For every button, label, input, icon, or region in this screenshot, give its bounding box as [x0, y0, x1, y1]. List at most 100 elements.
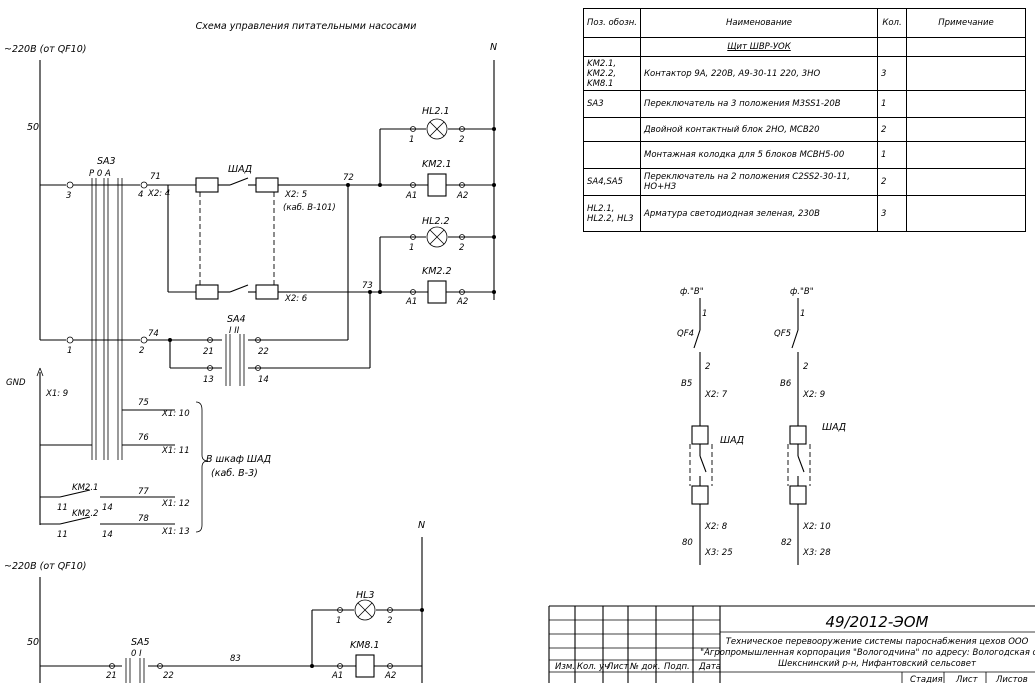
- diagram-title: Схема управления питательными насосами: [196, 21, 417, 32]
- terminal-x1-9: X1: 9: [45, 389, 68, 399]
- terminal-2: 2: [139, 346, 144, 356]
- wire-74: 74: [148, 329, 159, 339]
- project-description-2: "Агропромышленная корпорация "Вологодчин…: [700, 648, 1035, 658]
- table-row: SA4,SA5 Переключатель на 2 положения C2S…: [583, 168, 1026, 196]
- table-row: Двойной контактный блок 2НО, MCB20 2: [583, 117, 1026, 142]
- row-qty: 3: [877, 195, 907, 232]
- sa5-positions: 0 I: [131, 649, 142, 659]
- wire-71: 71: [150, 172, 161, 182]
- sa4-positions: I II: [229, 326, 240, 336]
- km81-a1: A1: [331, 671, 343, 681]
- circuit-row-1: 3 4 71 X2: 4: [40, 172, 196, 201]
- sa4-terminal-14: 14: [258, 375, 269, 385]
- hl22-label: HL2.2: [422, 216, 450, 227]
- sa5-terminal-21: 21: [106, 671, 117, 681]
- terminal-x2-5: X2: 5: [284, 190, 307, 200]
- km81-label: KM8.1: [350, 640, 380, 651]
- gnd-outputs: GND X1: 9 75 X1: 10 76 X1: 11 В шкаф ШАД…: [6, 367, 271, 533]
- terminal-x2-4: X2: 4: [147, 189, 170, 199]
- sheet-label: Лист: [955, 675, 979, 683]
- qf5-branch: ф."В" 1 QF5 2 В6 X2: 9 ШАД X2: 10 82 X3:…: [774, 287, 846, 565]
- row-note: [906, 141, 1026, 169]
- row-pos: SA4,SA5: [583, 168, 641, 196]
- hl3-pin-1: 1: [336, 616, 341, 626]
- shad-label: ШАД: [228, 164, 252, 175]
- km21-branch: 72 HL2.1 1 2 KM2.1 A1 A2: [290, 106, 496, 201]
- row-note: [906, 195, 1026, 232]
- phase-v-2: ф."В": [790, 287, 814, 297]
- row-name: Контактор 9А, 220В, А9-30-11 220, 3НО: [640, 56, 878, 91]
- header-note: Примечание: [906, 8, 1026, 38]
- hl21-label: HL2.1: [422, 106, 450, 117]
- row-qty: 1: [877, 90, 907, 118]
- hl3-label: HL3: [356, 590, 374, 601]
- sa4-terminal-13: 13: [203, 375, 214, 385]
- qf5-label: QF5: [774, 329, 791, 339]
- hl21-pin-2: 2: [459, 135, 464, 145]
- sa4-row: 1 2 74 21 13 SA4 I II 22 14: [40, 185, 371, 386]
- wire-78: 78: [138, 514, 149, 524]
- col-podp: Подп.: [664, 662, 690, 672]
- wire-50: 50: [27, 122, 39, 133]
- terminal-x2-10: X2: 10: [802, 522, 831, 532]
- row-qty: 3: [877, 56, 907, 91]
- shad-label-3: ШАД: [822, 422, 846, 433]
- km81-a2: A2: [384, 671, 396, 681]
- terminal-x2-6: X2: 6: [284, 294, 308, 304]
- wire-72: 72: [343, 173, 354, 183]
- neutral-label-top: N: [490, 42, 497, 53]
- row-note: [906, 168, 1026, 196]
- qf4-branch: ф."В" 1 QF4 2 В5 X2: 7 ШАД X2: 8 80 X3: …: [677, 287, 744, 565]
- gnd-label: GND: [6, 378, 26, 388]
- km22-a1: A1: [405, 297, 417, 307]
- row-name: Арматура светодиодная зеленая, 230В: [640, 195, 878, 232]
- wire-50-bottom: 50: [27, 637, 39, 648]
- title-block: Изм. Кол. уч Лист № док. Подп. Дата 49/2…: [548, 605, 1035, 683]
- row-note: [906, 56, 1026, 91]
- supply-label-top: ~220В (от QF10): [4, 44, 86, 55]
- stage-label: Стадия: [910, 675, 943, 683]
- col-list: Лист: [606, 662, 630, 672]
- spec-group-row: Щит ШВР-УОК: [583, 37, 1026, 57]
- qf4-pin-2: 2: [705, 362, 710, 372]
- row-note: [906, 90, 1026, 118]
- table-row: Монтажная колодка для 5 блоков MCBH5-00 …: [583, 141, 1026, 169]
- header-name: Наименование: [640, 8, 878, 38]
- b5-label: В5: [681, 379, 692, 389]
- km21-a2: A2: [456, 191, 468, 201]
- table-row: KM2.1, KM2.2, KM8.1 Контактор 9А, 220В, …: [583, 56, 1026, 91]
- row-pos: KM2.1, KM2.2, KM8.1: [583, 56, 641, 91]
- km-aux-contacts: KM2.1 11 14 77 X1: 12 KM2.2 11 14 78 X1:…: [40, 483, 190, 540]
- header-qty: Кол.: [877, 8, 907, 38]
- km22-aux-11: 11: [57, 530, 68, 540]
- to-shad-label: В шкаф ШАД: [206, 454, 271, 465]
- specification-table: Поз. обозн. Наименование Кол. Примечание…: [583, 8, 1026, 232]
- row-pos: [583, 117, 641, 142]
- row-name: Двойной контактный блок 2НО, MCB20: [640, 117, 878, 142]
- row-qty: 2: [877, 168, 907, 196]
- wire-75: 75: [138, 398, 149, 408]
- cable-b101: (каб. В-101): [283, 203, 336, 213]
- phase-v-1: ф."В": [680, 287, 704, 297]
- km21-aux-14: 14: [102, 503, 113, 513]
- sa4-terminal-22: 22: [258, 347, 269, 357]
- project-description-3: Шекснинский р-н, Нифантовский сельсовет: [778, 659, 977, 669]
- table-row: HL2.1, HL2.2, HL3 Арматура светодиодная …: [583, 195, 1026, 232]
- project-description-1: Техническое перевооружение системы парос…: [726, 637, 1029, 647]
- hl21-pin-1: 1: [409, 135, 414, 145]
- b6-label: В6: [780, 379, 792, 389]
- terminal-x1-10: X1: 10: [161, 409, 190, 419]
- hl22-pin-1: 1: [409, 243, 414, 253]
- hl22-pin-2: 2: [459, 243, 464, 253]
- km22-aux-label: KM2.2: [72, 509, 98, 519]
- sa3-positions: P 0 A: [89, 169, 111, 179]
- wire-83: 83: [230, 654, 241, 664]
- terminal-3: 3: [66, 191, 71, 201]
- km21-aux-11: 11: [57, 503, 68, 513]
- terminal-x2-8: X2: 8: [704, 522, 728, 532]
- document-code: 49/2012-ЭОМ: [826, 613, 929, 631]
- group-title: Щит ШВР-УОК: [640, 37, 878, 57]
- terminal-x1-12: X1: 12: [161, 499, 190, 509]
- sa5-label: SA5: [131, 637, 150, 648]
- cable-b3-label: (каб. В-3): [211, 468, 258, 479]
